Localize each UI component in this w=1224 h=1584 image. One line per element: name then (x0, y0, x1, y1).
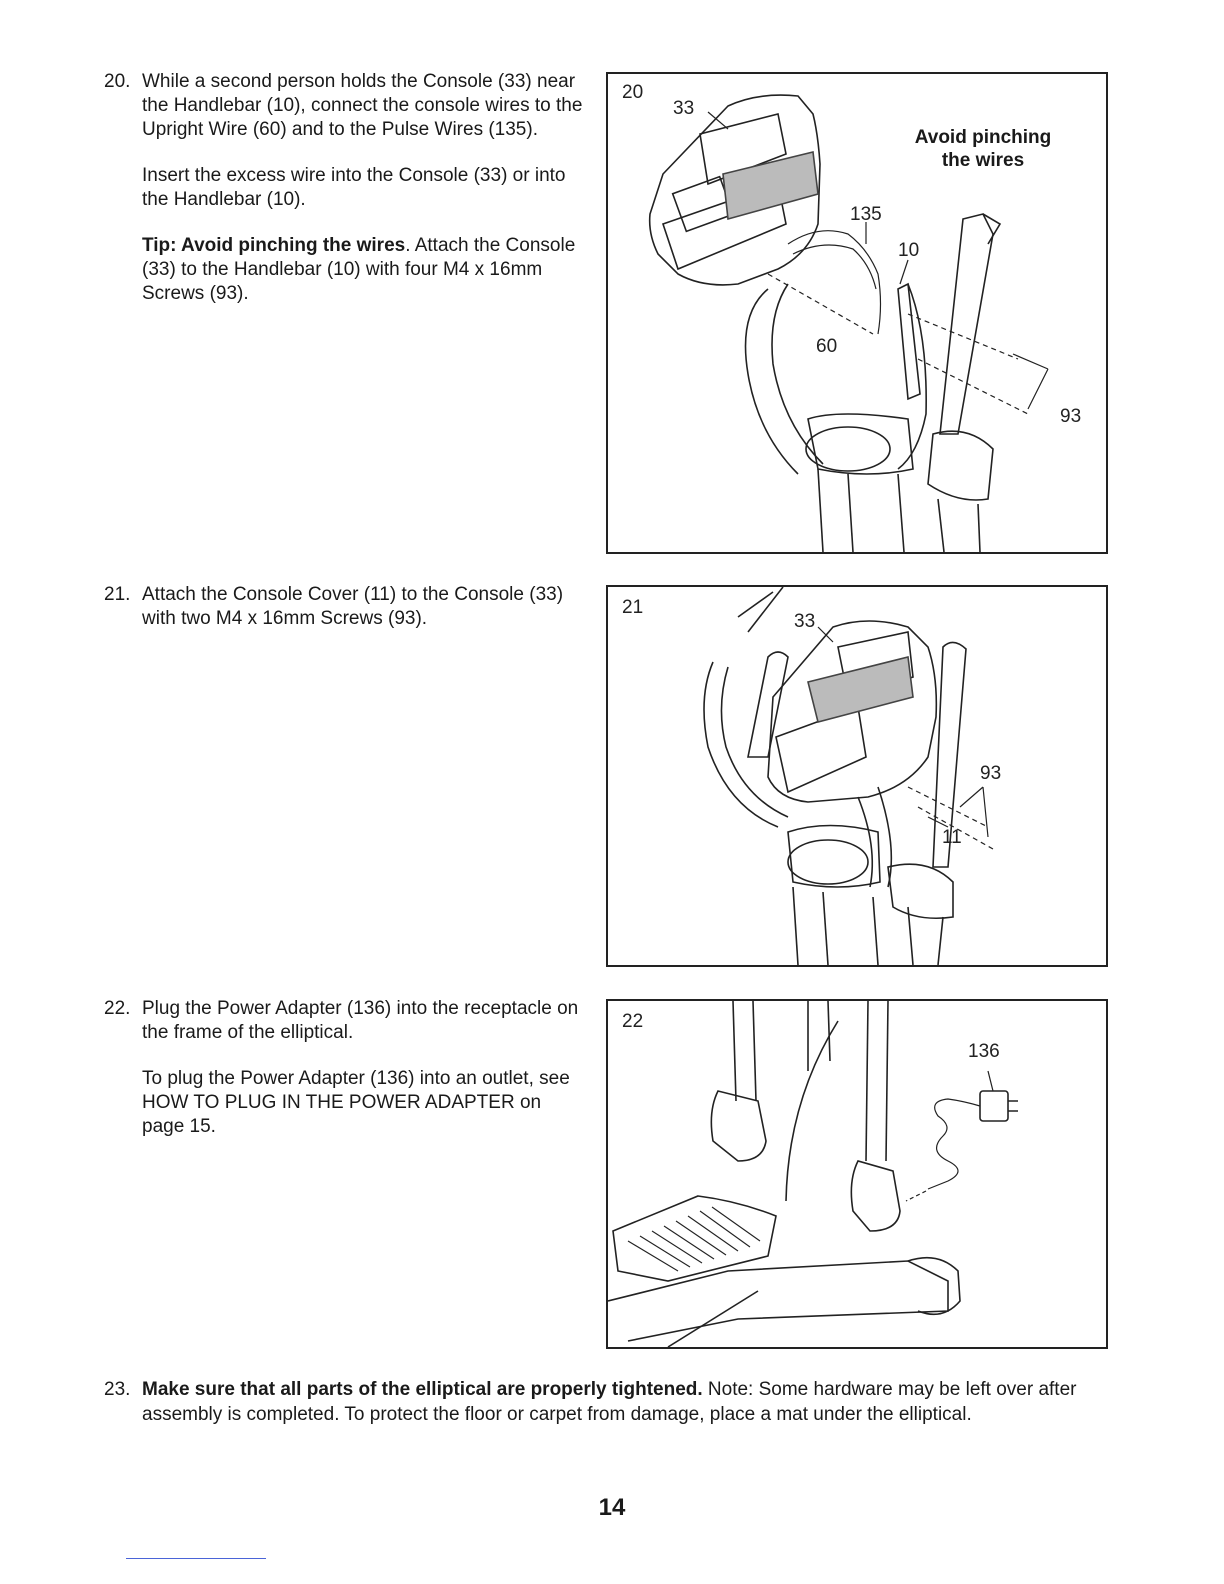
part-label-11: 11 (942, 827, 962, 848)
step-tip: Tip: Avoid pinching the wires. Attach th… (142, 234, 584, 306)
figure-number: 20 (622, 82, 644, 103)
part-label-33: 33 (794, 611, 816, 632)
step-number: 21. (104, 584, 131, 605)
step-paragraph: While a second person holds the Console … (142, 71, 583, 140)
step-paragraph: Insert the excess wire into the Console … (142, 165, 566, 210)
tip-text: . Attach the Console (33) to the Handleb… (142, 235, 576, 304)
figure-number: 22 (622, 1011, 644, 1032)
figure-number: 21 (622, 597, 644, 618)
part-label-136: 136 (968, 1041, 1000, 1062)
power-adapter-illustration (608, 1001, 1018, 1347)
step-text: Note: Some hardware may be left over aft… (142, 1379, 1077, 1425)
callout-line: the wires (941, 150, 1025, 171)
figure-21: 21 33 93 11 (606, 585, 1108, 967)
step-22: 22. Plug the Power Adapter (136) into th… (104, 997, 584, 1161)
step-number: 20. (104, 71, 131, 92)
figure-20: 20 33 Avoid pinching the wires 135 10 60… (606, 72, 1108, 554)
step-21: 21. Attach the Console Cover (11) to the… (104, 583, 584, 653)
step-paragraph: Plug the Power Adapter (136) into the re… (142, 998, 579, 1043)
page-number: 14 (598, 1494, 626, 1521)
step-20: 20. While a second person holds the Cons… (104, 70, 584, 328)
step-23: 23. Make sure that all parts of the elli… (104, 1377, 1114, 1427)
warning-callout: Avoid pinching the wires (888, 126, 1078, 172)
figure-22: 22 136 (606, 999, 1108, 1349)
step-paragraph: Make sure that all parts of the elliptic… (142, 1377, 1114, 1427)
step-bold-text: Make sure that all parts of the elliptic… (142, 1379, 703, 1400)
footer-line (126, 1558, 266, 1559)
part-label-10: 10 (898, 240, 920, 261)
part-label-135: 135 (850, 204, 882, 225)
tip-bold: Tip: Avoid pinching the wires (142, 235, 406, 256)
part-label-93: 93 (1060, 406, 1082, 427)
console-assembly-illustration (648, 94, 1049, 552)
step-number: 23. (104, 1379, 131, 1400)
part-label-33: 33 (673, 98, 695, 119)
step-paragraph: Attach the Console Cover (11) to the Con… (142, 584, 564, 629)
part-label-60: 60 (816, 336, 838, 357)
part-label-93: 93 (980, 763, 1002, 784)
step-number: 22. (104, 998, 131, 1019)
step-paragraph: To plug the Power Adapter (136) into an … (142, 1068, 570, 1137)
callout-line: Avoid pinching (914, 127, 1052, 148)
console-cover-illustration (703, 587, 994, 965)
